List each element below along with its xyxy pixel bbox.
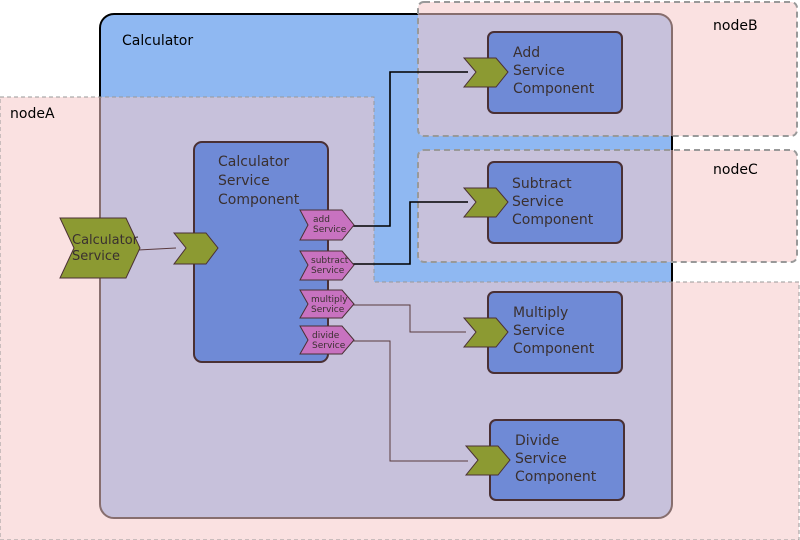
add-service-component: Add Service Component — [462, 31, 623, 114]
calc-component-service-chevron[interactable] — [172, 232, 219, 265]
divide-reference-chevron[interactable] — [299, 325, 355, 355]
wires-thin — [137, 247, 468, 462]
divide-service-component: Divide Service Component — [464, 419, 625, 501]
node-a-label: nodeA — [10, 106, 55, 122]
calc-component-label: Calculator Service Component — [218, 154, 300, 208]
divide-reference-label: divide Service — [312, 331, 346, 351]
node-c-label: nodeC — [713, 162, 758, 178]
wire-subtract — [352, 201, 468, 265]
node-b-label: nodeB — [713, 18, 758, 34]
add-reference-chevron[interactable] — [299, 209, 355, 241]
wire-service-promote — [137, 247, 177, 251]
subtract-service-component: Subtract Service Component — [462, 161, 623, 244]
reference-subtract[interactable]: subtract Service — [299, 250, 355, 281]
multiply-reference-chevron[interactable] — [299, 289, 355, 319]
calculator-service-label: Calculator Service — [72, 233, 142, 264]
subtract-reference-chevron[interactable] — [299, 250, 355, 281]
wire-multiply — [352, 304, 466, 333]
subtract-component-service-chevron[interactable] — [462, 187, 509, 218]
composite-title: Calculator — [122, 33, 193, 49]
add-component-service-chevron[interactable] — [462, 57, 509, 88]
reference-multiply[interactable]: multiply Service — [299, 289, 355, 319]
add-reference-label: add Service — [313, 215, 347, 235]
subtract-component-label: Subtract Service Component — [512, 176, 594, 228]
reference-add[interactable]: add Service — [299, 209, 355, 241]
divide-component-service-chevron[interactable] — [464, 445, 511, 476]
add-component-label: Add Service Component — [513, 45, 595, 97]
multiply-reference-label: multiply Service — [311, 295, 350, 315]
wire-divide — [352, 340, 468, 462]
multiply-service-component: Multiply Service Component — [462, 291, 623, 374]
wire-add — [352, 71, 468, 227]
reference-divide[interactable]: divide Service — [299, 325, 355, 355]
multiply-component-label: Multiply Service Component — [513, 305, 595, 357]
subtract-reference-label: subtract Service — [311, 256, 351, 276]
divide-component-label: Divide Service Component — [515, 433, 597, 485]
wires — [352, 71, 468, 265]
calculator-service-chevron[interactable] — [59, 217, 141, 279]
multiply-component-service-chevron[interactable] — [462, 317, 509, 348]
